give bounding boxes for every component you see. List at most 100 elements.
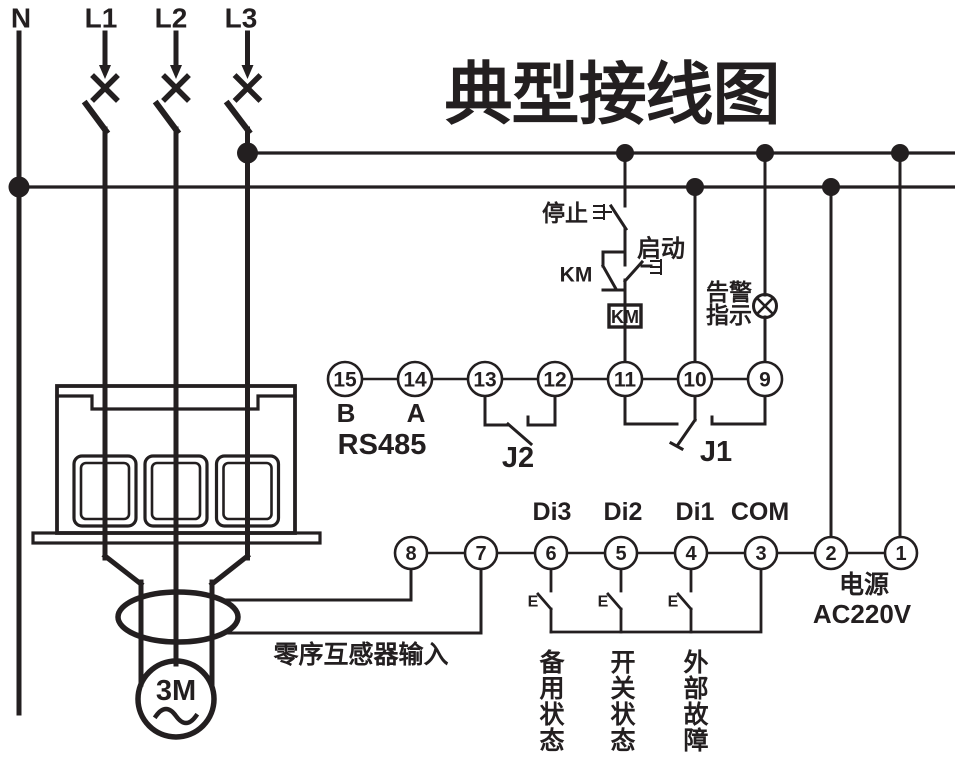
terminal-5 — [603, 535, 639, 571]
motor-label: 3M — [156, 675, 196, 707]
terminal-6 — [533, 535, 569, 571]
terminal-row-top: 15 14 13 12 11 10 9 — [326, 360, 784, 398]
ct-window — [72, 454, 138, 528]
j2-contact — [483, 394, 557, 447]
terminal-number: 7 — [475, 543, 486, 565]
external-contact-label: E — [598, 594, 609, 611]
terminal-number: 4 — [685, 543, 697, 565]
label-voltage: AC220V — [813, 599, 912, 629]
di1-switch — [676, 567, 693, 634]
breaker-blade-l2 — [152, 99, 182, 136]
arrow-icon — [241, 65, 254, 79]
terminal-number: 14 — [403, 369, 427, 392]
terminal-2 — [813, 535, 849, 571]
start-button-blade — [622, 259, 653, 284]
label-stop: 停止 — [542, 200, 588, 226]
di2-switch — [606, 567, 623, 634]
control-circuit: KM — [593, 151, 778, 364]
label-di3: Di3 — [533, 498, 572, 526]
motor-symbol: 3M — [135, 658, 217, 740]
zero-sequence-ct — [115, 567, 483, 645]
relay-contacts — [483, 394, 767, 452]
ct-window-inner — [150, 461, 202, 521]
arrow-icon — [99, 65, 111, 79]
km-coil-label: KM — [611, 307, 639, 327]
terminal-number: 3 — [755, 543, 766, 565]
label-di3-function: 备用状态 — [536, 649, 564, 753]
breaker-blade-l1 — [81, 99, 111, 136]
label-neutral: N — [11, 3, 31, 34]
ct-window-inner — [222, 461, 273, 521]
alarm-lamp-icon — [752, 293, 778, 319]
di-common-bus — [549, 567, 763, 634]
label-rs485: RS485 — [338, 429, 427, 461]
terminal-number: 8 — [405, 543, 416, 565]
motor-circle — [135, 658, 217, 740]
terminal-number: 10 — [683, 369, 706, 392]
terminal-number: 9 — [759, 369, 771, 392]
supply-rails — [8, 142, 955, 198]
terminal-10 — [676, 360, 714, 398]
label-rs485-a: A — [407, 398, 426, 428]
protector-device — [31, 384, 322, 545]
label-phase-l3: L3 — [225, 3, 258, 34]
ct-output-wire-7 — [223, 567, 483, 635]
stop-button-plunger — [593, 204, 612, 220]
digital-input-switches: E E E — [528, 567, 763, 634]
label-km-contact: KM — [560, 264, 593, 287]
label-rs485-b: B — [337, 398, 356, 428]
terminal-number: 6 — [545, 543, 556, 565]
label-di1: Di1 — [676, 498, 715, 526]
terminal-12 — [536, 360, 574, 398]
junction-dot — [8, 176, 30, 198]
junction-dot — [237, 142, 258, 164]
rail-drops — [693, 151, 902, 540]
breaker-blade-l3 — [223, 99, 253, 136]
terminal-15 — [326, 360, 364, 398]
km-coil-box — [607, 303, 643, 329]
label-alarm-line1: 告警 — [706, 279, 752, 305]
terminal-11 — [606, 360, 644, 398]
power-lines — [16, 30, 263, 716]
device-top-groove — [55, 394, 297, 411]
label-ct-input: 零序互感器输入 — [272, 640, 448, 669]
label-relay-j2: J2 — [502, 442, 534, 474]
terminal-14 — [396, 360, 434, 398]
label-com: COM — [731, 498, 789, 526]
start-button-plunger — [650, 259, 662, 275]
label-phase-l1: L1 — [85, 3, 118, 34]
device-flange — [31, 531, 322, 545]
ct-window-inner — [79, 461, 131, 521]
ct-ring — [115, 589, 241, 645]
label-di2-function: 开关状态 — [607, 649, 635, 753]
label-alarm-line2: 指示 — [706, 302, 752, 328]
km-holding-contact — [600, 250, 627, 292]
arrow-icon — [170, 65, 182, 79]
phase-line-l3 — [208, 30, 252, 687]
alarm-lamp-cross — [755, 296, 775, 316]
page-title: 典型接线图 — [444, 57, 779, 133]
ct-window — [143, 454, 209, 528]
stop-button-blade — [608, 203, 629, 232]
label-di2: Di2 — [604, 498, 643, 526]
terminal-number: 5 — [615, 543, 626, 565]
terminal-8 — [393, 535, 429, 571]
label-relay-j1: J1 — [700, 436, 732, 468]
terminal-number: 1 — [895, 543, 906, 565]
terminal-row-bottom: 8 7 6 5 4 3 2 1 — [393, 535, 919, 571]
terminal-4 — [673, 535, 709, 571]
terminal-3 — [743, 535, 779, 571]
external-contact-label: E — [528, 594, 539, 611]
terminal-number: 2 — [825, 543, 836, 565]
terminal-9 — [746, 360, 784, 398]
di3-switch — [536, 567, 553, 634]
ac-wave-icon — [152, 706, 200, 726]
external-contact-label: E — [668, 594, 679, 611]
terminal-number: 12 — [543, 369, 566, 392]
terminal-7 — [463, 535, 499, 571]
terminal-13 — [466, 360, 504, 398]
terminal-number: 13 — [473, 369, 496, 392]
label-start: 启动 — [637, 235, 685, 263]
